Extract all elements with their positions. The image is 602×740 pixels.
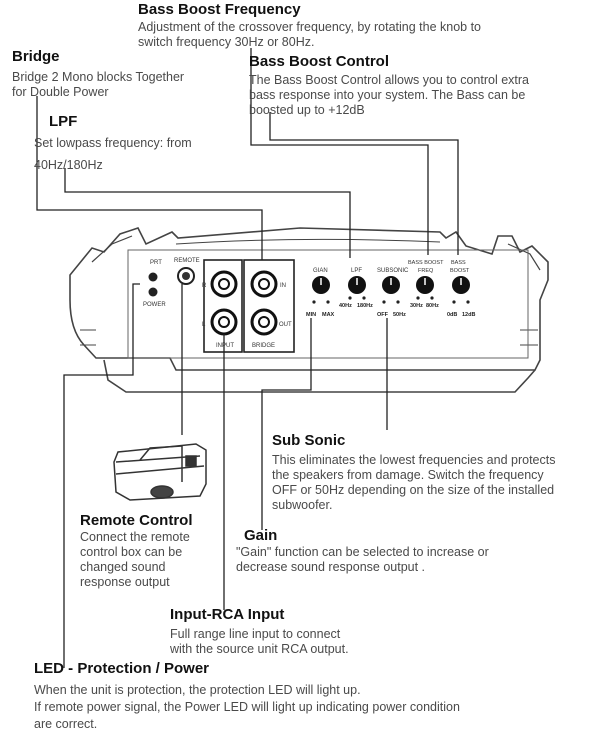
leader-lines [36, 48, 459, 668]
sub-sonic-title: Sub Sonic [272, 432, 346, 449]
knob-bbf-min: 30Hz [410, 303, 423, 309]
input-rca-title: Input-RCA Input [170, 606, 285, 623]
knob-bass-boost[interactable]: BASS BOOST 0dB 12dB [447, 260, 475, 318]
bridge-in-label: IN [280, 283, 286, 289]
led-title: LED - Protection / Power [34, 660, 210, 677]
led-description: When the unit is protection, the protect… [34, 683, 460, 731]
input-l-label: L [202, 322, 206, 328]
knob-lpf-min: 40Hz [339, 303, 352, 309]
input-rca-description: Full range line input to connect with th… [170, 627, 349, 656]
knob-gain[interactable]: GIAN MIN MAX [306, 268, 335, 318]
knob-lpf-label: LPF [351, 268, 362, 274]
knob-lpf[interactable]: LPF 40Hz 180Hz [339, 268, 373, 309]
knob-lpf-max: 180Hz [357, 303, 373, 309]
remote-control-description: Connect the remote control box can be ch… [80, 530, 190, 589]
amplifier-body [69, 227, 549, 393]
bass-boost-control-title: Bass Boost Control [249, 53, 390, 70]
knob-bb-max: 12dB [462, 312, 475, 318]
gain-title: Gain [244, 527, 278, 544]
knob-gain-min: MIN [306, 312, 316, 318]
led-prt-label: PRT [150, 260, 162, 266]
bridge-label: BRIDGE [252, 343, 275, 349]
control-panel [127, 249, 529, 359]
prt-led-icon [148, 272, 158, 282]
lpf-title: LPF [49, 113, 78, 130]
knob-bb-min: 0dB [447, 312, 457, 318]
bridge-out-label: OUT [279, 322, 292, 328]
knob-bb-label2: BOOST [450, 268, 470, 274]
bass-boost-frequency-description: Adjustment of the crossover frequency, b… [138, 20, 482, 49]
remote-control-title: Remote Control [80, 512, 193, 529]
led-power-label: POWER [143, 302, 166, 308]
input-rca-block[interactable]: R L INPUT [202, 259, 243, 353]
lpf-description: Set lowpass frequency: from 40Hz/180Hz [34, 136, 192, 172]
sub-sonic-description: This eliminates the lowest frequencies a… [272, 453, 556, 512]
bridge-title: Bridge [12, 48, 60, 65]
remote-label: REMOTE [174, 258, 200, 264]
knob-bbf-label2: FREQ [418, 268, 434, 274]
knob-pins [312, 296, 470, 304]
gain-description: "Gain" function can be selected to incre… [236, 545, 489, 574]
input-r-label: R [202, 283, 207, 289]
input-label: INPUT [216, 343, 234, 349]
knob-bb-label1: BASS [451, 260, 466, 266]
knob-subsonic[interactable]: SUBSONIC OFF 50Hz [377, 268, 409, 318]
knob-bass-boost-freq[interactable]: BASS BOOST FREQ 30Hz 80Hz [408, 260, 444, 309]
knob-subsonic-label: SUBSONIC [377, 268, 409, 274]
knob-subsonic-max: 50Hz [393, 312, 406, 318]
knob-gain-label: GIAN [313, 268, 328, 274]
remote-port[interactable]: REMOTE [174, 258, 200, 285]
knob-bbf-label1: BASS BOOST [408, 260, 444, 266]
bass-boost-frequency-title: Bass Boost Frequency [138, 1, 301, 18]
remote-jack-icon [182, 272, 190, 280]
bridge-rca-block[interactable]: IN OUT BRIDGE [243, 259, 295, 353]
knob-subsonic-min: OFF [377, 312, 389, 318]
knob-bbf-max: 80Hz [426, 303, 439, 309]
remote-control-box-icon [113, 443, 207, 501]
bridge-description: Bridge 2 Mono blocks Together for Double… [12, 70, 185, 99]
led-group: PRT POWER [143, 260, 166, 308]
knob-gain-max: MAX [322, 312, 335, 318]
power-led-icon [148, 287, 158, 297]
bass-boost-control-description: The Bass Boost Control allows you to con… [249, 73, 529, 117]
